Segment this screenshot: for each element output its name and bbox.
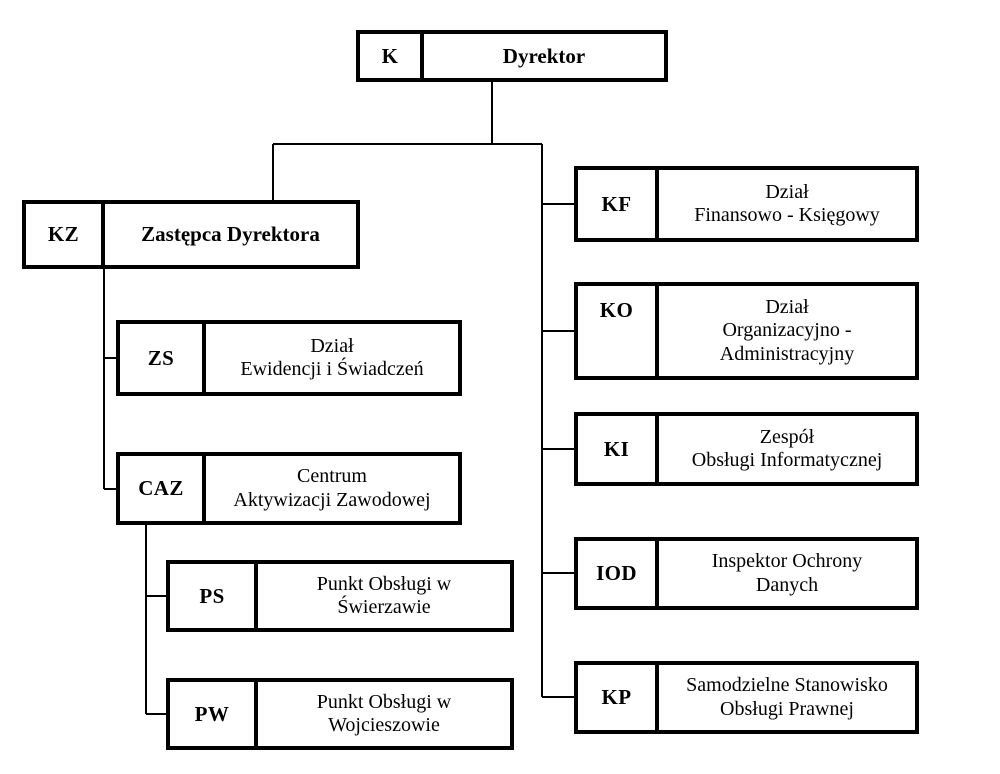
node-kp-code: KP xyxy=(578,665,659,730)
node-ko-name: Dział Organizacyjno - Administracyjny xyxy=(719,296,855,365)
node-ps-punkt-obslugi-swierzawa[interactable]: PS Punkt Obsługi w Świerzawie xyxy=(166,560,514,632)
node-ko-code: KO xyxy=(578,286,659,376)
node-kf-code: KF xyxy=(578,170,659,238)
node-k-name: Dyrektor xyxy=(502,43,586,68)
node-kz-name: Zastępca Dyrektora xyxy=(141,222,320,247)
node-ki-name: Zespół Obsługi Informatycznej xyxy=(691,425,883,471)
node-ki-zespol-obslugi-informatycznej[interactable]: KI Zespół Obsługi Informatycznej xyxy=(574,412,919,486)
node-iod-name: Inspektor Ochrony Danych xyxy=(711,550,863,596)
node-ki-code: KI xyxy=(578,416,659,482)
node-k-dyrektor[interactable]: K Dyrektor xyxy=(356,30,668,82)
node-pw-punkt-obslugi-wojcieszow[interactable]: PW Punkt Obsługi w Wojcieszowie xyxy=(166,678,514,750)
node-caz-name: Centrum Aktywizacji Zawodowej xyxy=(233,465,431,511)
node-caz-centrum-aktywizacji-zawodowej[interactable]: CAZ Centrum Aktywizacji Zawodowej xyxy=(116,452,462,525)
node-kz-code: KZ xyxy=(26,204,105,265)
node-kf-dzial-finansowo-ksiegowy[interactable]: KF Dział Finansowo - Księgowy xyxy=(574,166,919,242)
node-iod-inspektor-ochrony-danych[interactable]: IOD Inspektor Ochrony Danych xyxy=(574,537,919,610)
node-pw-code: PW xyxy=(170,682,258,746)
node-iod-code: IOD xyxy=(578,541,659,606)
node-k-code: K xyxy=(360,34,424,78)
node-kf-name: Dział Finansowo - Księgowy xyxy=(694,180,880,226)
node-ps-name: Punkt Obsługi w Świerzawie xyxy=(316,572,452,618)
node-ko-dzial-organizacyjno-administracyjny[interactable]: KO Dział Organizacyjno - Administracyjny xyxy=(574,282,919,380)
node-zs-name: Dział Ewidencji i Świadczeń xyxy=(240,334,424,380)
node-pw-name: Punkt Obsługi w Wojcieszowie xyxy=(316,690,452,736)
node-kz-zastepca-dyrektora[interactable]: KZ Zastępca Dyrektora xyxy=(22,200,360,269)
node-caz-code: CAZ xyxy=(120,456,206,521)
node-kp-samodzielne-stanowisko-obslugi-prawnej[interactable]: KP Samodzielne Stanowisko Obsługi Prawne… xyxy=(574,661,919,734)
node-ps-code: PS xyxy=(170,564,258,628)
node-zs-code: ZS xyxy=(120,324,206,392)
node-zs-dzial-ewidencji-i-swiadczen[interactable]: ZS Dział Ewidencji i Świadczeń xyxy=(116,320,462,396)
node-kp-name: Samodzielne Stanowisko Obsługi Prawnej xyxy=(686,674,888,720)
